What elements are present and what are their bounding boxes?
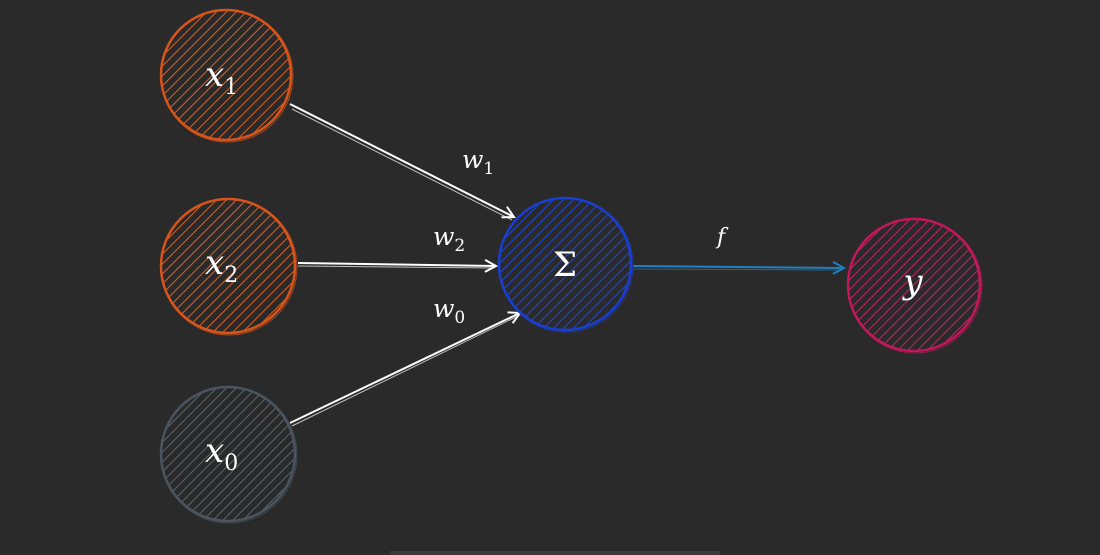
edge-x0-to-sum: [289, 313, 520, 427]
bottom-divider: [390, 551, 720, 555]
input-node-x1: x1: [159, 8, 294, 143]
node-label-x0: x0: [205, 431, 238, 476]
node-label-x2: x2: [205, 243, 238, 288]
node-label-y: y: [901, 262, 923, 302]
input-node-x2: x2: [159, 197, 298, 336]
output-node-y: y: [846, 217, 983, 354]
weight-label-w0: w0: [433, 294, 465, 328]
sigma-symbol: Σ: [553, 245, 577, 285]
bias-node-x0: x0: [159, 385, 298, 524]
node-label-x1: x1: [205, 55, 238, 100]
summation-node: Σ: [497, 196, 634, 333]
edge-x2-to-sum: [297, 263, 496, 268]
edge-sum-to-y: [632, 266, 844, 270]
activation-label: f: [715, 225, 729, 250]
weight-label-w1: w1: [462, 145, 494, 179]
weight-label-w2: w2: [433, 222, 465, 256]
edge-x1-to-sum: [289, 103, 514, 221]
